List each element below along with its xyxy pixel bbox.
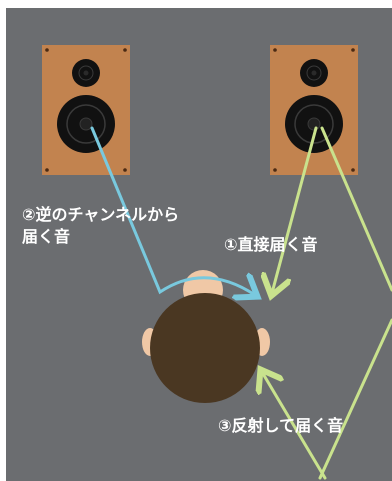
right-speaker-screw [273,48,277,52]
left-speaker [42,45,130,175]
label-reflected: ③反射して届く音 [218,416,343,435]
left-speaker-screw [45,48,49,52]
label-opposite-channel-line1: ②逆のチャンネルから [22,205,179,224]
right-speaker-screw [351,168,355,172]
label-opposite-channel-line2: 届く音 [22,227,70,246]
listener-hair [150,293,260,403]
right-speaker-screw [273,168,277,172]
label-direct: ①直接届く音 [224,235,318,254]
left-speaker-screw [123,168,127,172]
right-speaker [270,45,358,175]
right-speaker-screw [351,48,355,52]
left-speaker-screw [45,168,49,172]
left-speaker-screw [123,48,127,52]
